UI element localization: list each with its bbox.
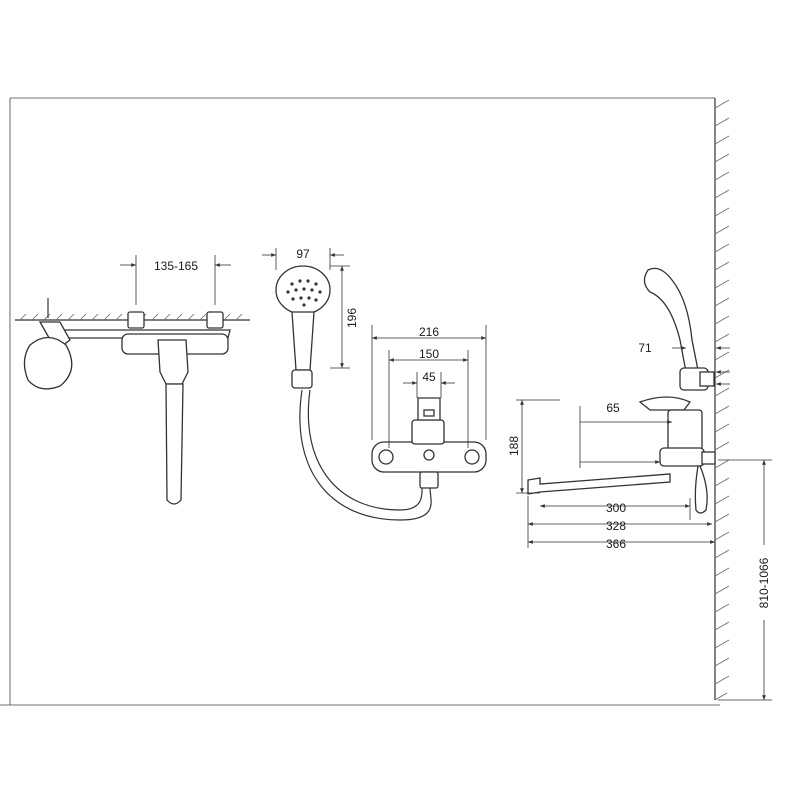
dim-mount-height: 810-1066 <box>757 557 771 608</box>
dim-spout-366: 366 <box>606 537 626 551</box>
dim-top-spacing: 135-165 <box>154 259 198 273</box>
dim-head-height: 196 <box>345 308 359 328</box>
side-view <box>516 267 772 701</box>
dim-spout-300: 300 <box>606 501 626 515</box>
dim-width-150: 150 <box>419 347 439 361</box>
dim-spout-328: 328 <box>606 519 626 533</box>
dim-offset-65: 65 <box>606 401 620 415</box>
dim-height-188: 188 <box>507 436 521 456</box>
dim-head-width: 97 <box>296 247 310 261</box>
front-view <box>371 325 487 489</box>
shower-head-view <box>262 248 432 521</box>
dim-holder-71: 71 <box>638 341 652 355</box>
wall <box>714 98 730 701</box>
top-view <box>15 255 250 505</box>
drawing-frame <box>0 97 720 706</box>
dim-width-216: 216 <box>419 325 439 339</box>
dim-width-45: 45 <box>422 370 436 384</box>
